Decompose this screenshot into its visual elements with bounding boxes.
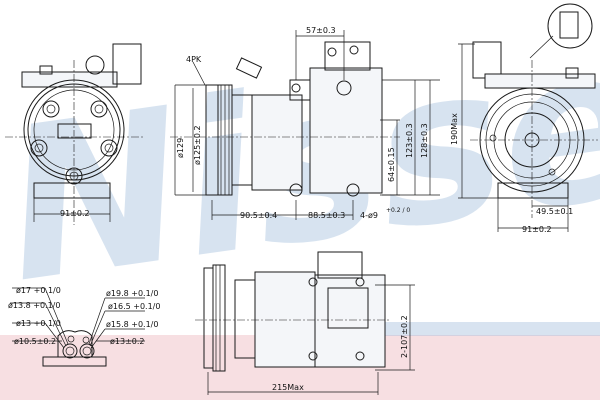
mount-height-label: 64±0.15 bbox=[387, 147, 396, 182]
pulley-outer-label: ø129 bbox=[176, 138, 185, 158]
fitting-right-2: ø16.5 +0.1/0 bbox=[108, 302, 160, 311]
bottom-length-label: 215Max bbox=[272, 383, 304, 392]
side-view bbox=[170, 30, 440, 220]
belt-label: 4PK bbox=[186, 55, 202, 64]
holes-tolerance: +0.2 / 0 bbox=[386, 207, 410, 214]
front-view bbox=[5, 43, 145, 225]
rear-width-label: 91±0.2 bbox=[522, 225, 552, 234]
fitting-left-1: ø17 +0.1/0 bbox=[16, 286, 61, 295]
body-height-2-label: 128±0.3 bbox=[420, 123, 429, 158]
fitting-right-3: ø15.8 +0.1/0 bbox=[106, 320, 158, 329]
bottom-holes-label: 2-107±0.2 bbox=[400, 315, 409, 358]
pulley-to-mount-label: 90.5±0.4 bbox=[240, 211, 277, 220]
front-width-label: 91±0.2 bbox=[60, 209, 90, 218]
fitting-left-2: ø13.8 +0.1/0 bbox=[8, 301, 60, 310]
fitting-right-4: ø13±0.2 bbox=[110, 337, 145, 346]
rear-view bbox=[458, 3, 598, 232]
fitting-left-3: ø13 +0.1/0 bbox=[16, 319, 61, 328]
rear-height-label: 190Max bbox=[450, 113, 459, 145]
body-height-1-label: 123±0.3 bbox=[405, 123, 414, 158]
fitting-right-1: ø19.8 +0.1/0 bbox=[106, 289, 158, 298]
bottom-view bbox=[195, 251, 415, 395]
fittings-view bbox=[10, 287, 145, 367]
pulley-inner-label: ø125±0.2 bbox=[193, 125, 202, 165]
holes-label: 4-ø9 bbox=[360, 211, 378, 220]
top-mount-label: 57±0.3 bbox=[306, 26, 336, 35]
fitting-left-4: ø10.5±0.2 bbox=[14, 337, 56, 346]
rear-offset-label: 49.5±0.1 bbox=[536, 207, 573, 216]
mount-spacing-label: 88.5±0.3 bbox=[308, 211, 345, 220]
